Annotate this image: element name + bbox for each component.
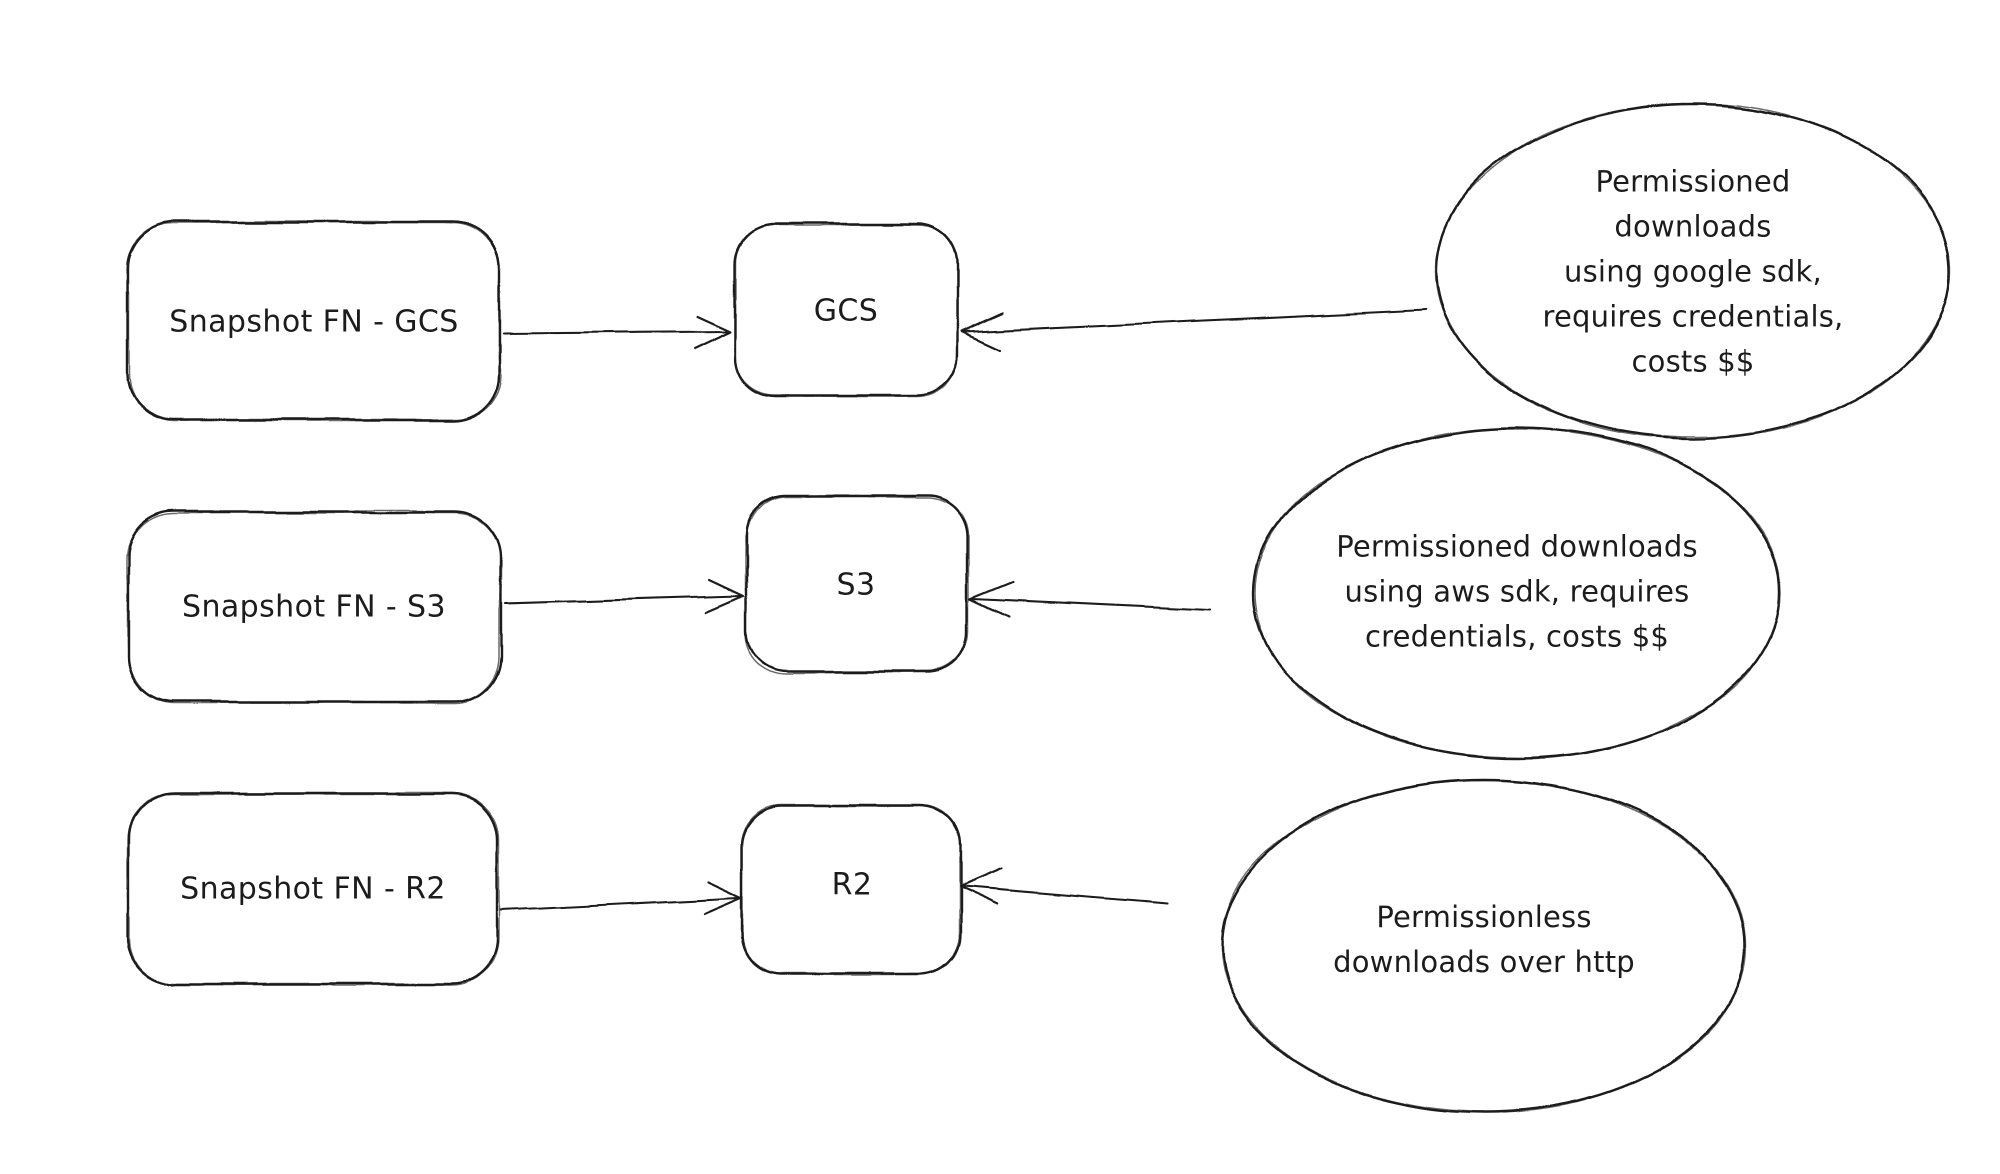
arrow-note-s3-to-s3: [969, 580, 1210, 619]
note-s3-ellipse: [1252, 426, 1782, 760]
arrow-snapshot-gcs-to-gcs: [502, 315, 732, 351]
snapshot-fn-s3-box-sketch: [127, 511, 501, 703]
note-r2-ellipse-sketch: [1221, 779, 1747, 1113]
snapshot-fn-s3-box: [126, 510, 502, 704]
note-s3-ellipse-sketch: [1253, 427, 1781, 759]
sketch-pass-primary: [126, 102, 1952, 1114]
snapshot-fn-gcs-box: [126, 220, 502, 422]
arrow-head-icon: [969, 580, 1015, 619]
arrow-shaft: [960, 884, 1169, 905]
r2-box-sketch: [741, 805, 961, 975]
note-gcs-ellipse: [1434, 102, 1952, 440]
arrow-head-icon: [702, 880, 743, 916]
gcs-box-sketch: [734, 223, 958, 397]
arrow-head-icon: [959, 311, 1005, 352]
snapshot-fn-gcs-box-sketch: [127, 221, 501, 421]
r2-box: [740, 804, 962, 976]
gcs-box: [733, 222, 959, 398]
arrow-shaft: [502, 594, 742, 605]
s3-box: [744, 494, 970, 674]
arrow-shaft: [962, 308, 1427, 334]
arrow-note-r2-to-r2: [957, 866, 1169, 906]
arrow-head-icon: [704, 578, 745, 614]
arrow-head-icon: [692, 315, 732, 351]
arrow-snapshot-s3-to-s3: [502, 578, 745, 614]
arrow-shaft: [502, 330, 730, 336]
sketch-pass-secondary: [127, 103, 1951, 1113]
arrow-shaft: [972, 597, 1210, 612]
note-r2-ellipse: [1220, 778, 1748, 1114]
snapshot-fn-r2-box: [126, 792, 500, 986]
arrow-head-icon: [957, 866, 1003, 906]
s3-box-sketch: [745, 495, 969, 673]
arrow-shaft: [500, 896, 740, 912]
arrow-note-gcs-to-gcs: [959, 308, 1427, 352]
note-gcs-ellipse-sketch: [1435, 103, 1951, 439]
arrow-snapshot-r2-to-r2: [500, 880, 743, 916]
snapshot-fn-r2-box-sketch: [127, 793, 499, 985]
